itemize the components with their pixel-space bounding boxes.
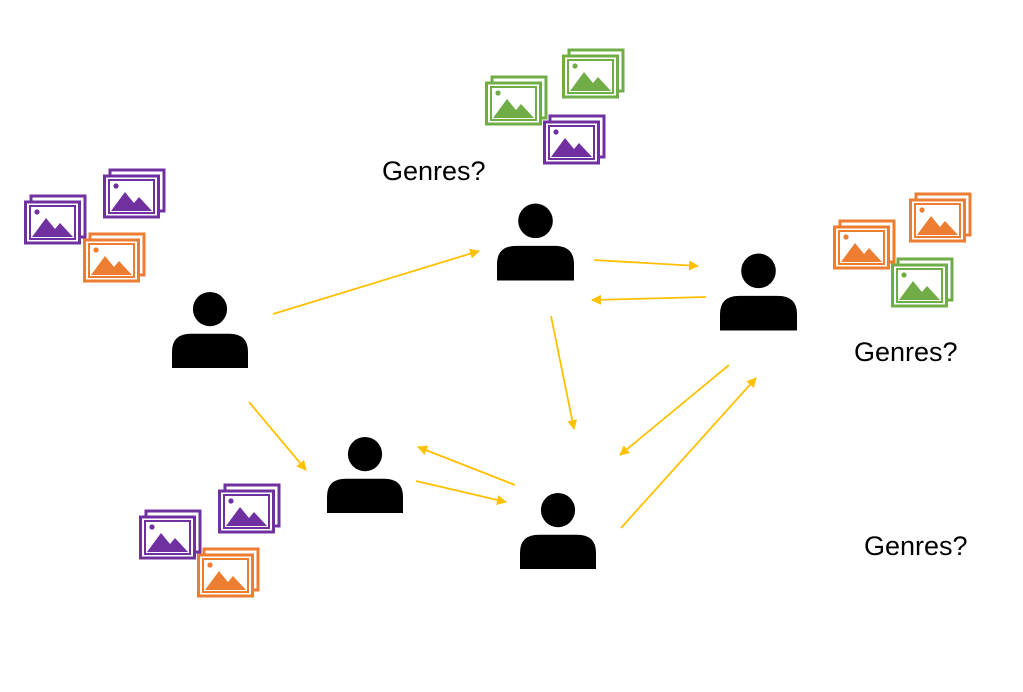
image-icon-green: [891, 257, 954, 308]
edge-bottom-center-to-right: [620, 377, 757, 529]
person-icon-top: [497, 203, 574, 281]
image-icon-purple: [24, 194, 87, 245]
image-icon-orange: [833, 219, 896, 270]
image-icon-purple: [103, 168, 166, 219]
edge-left-to-bottom-left: [248, 401, 307, 471]
edge-left-to-top: [272, 248, 480, 315]
edge-top-to-bottom-center: [550, 315, 578, 430]
image-icon-orange: [83, 232, 146, 283]
person-icon-bottom-left: [327, 437, 403, 513]
image-icon-green: [485, 75, 548, 126]
edges: [248, 248, 757, 529]
person-icon-right: [720, 253, 797, 331]
image-icon-purple: [139, 509, 202, 560]
image-icon-orange: [197, 547, 260, 598]
person-icon-bottom-center: [520, 493, 596, 569]
genres-label-top: Genres?: [382, 156, 486, 186]
image-icon-purple: [218, 483, 281, 534]
edge-bottom-left-to-bottom-center: [415, 480, 507, 505]
image-icon-green: [562, 48, 625, 99]
image-icon-purple: [543, 114, 606, 165]
edge-top-to-right: [593, 259, 699, 271]
person-icon-left: [172, 292, 248, 368]
genres-label-right: Genres?: [854, 337, 958, 367]
edge-bottom-center-to-bottom-left: [417, 445, 516, 486]
edge-right-to-bottom-center: [619, 364, 730, 456]
image-icons: [24, 48, 972, 598]
image-icon-orange: [909, 192, 972, 243]
edge-right-to-top: [591, 294, 707, 305]
genres-label-bottom-right: Genres?: [864, 531, 968, 561]
